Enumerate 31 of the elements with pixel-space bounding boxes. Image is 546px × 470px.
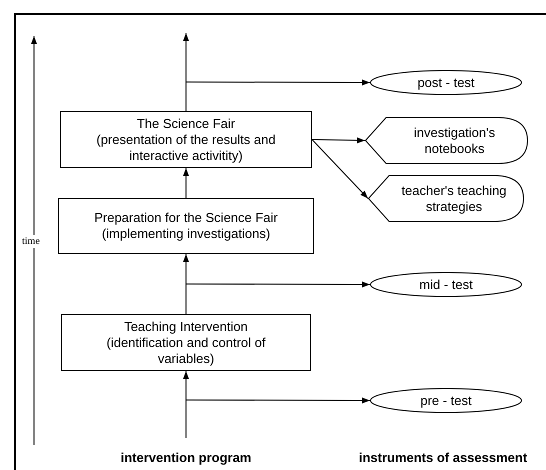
box-text: (implementing investigations) [100, 226, 272, 242]
arrow [183, 254, 189, 314]
box-heading: Preparation for the Science Fair [93, 210, 279, 226]
box-heading: The Science Fair [136, 116, 236, 132]
box-text: pre - test [420, 392, 472, 408]
assessment-oval [370, 70, 522, 95]
assessment-shape [365, 117, 528, 164]
arrow [183, 370, 189, 438]
arrow [186, 397, 370, 404]
arrow [312, 139, 368, 199]
assessment-oval [370, 388, 522, 413]
process-box [58, 198, 314, 254]
arrow [186, 79, 370, 86]
assessment-oval [370, 272, 522, 297]
box-text: (presentation of the results and interactive activitity) [95, 132, 277, 164]
time-label: time [22, 235, 40, 248]
box-text: teacher's teaching strategies [400, 182, 508, 214]
process-box [60, 111, 312, 168]
arrow [186, 281, 370, 288]
process-box [61, 314, 311, 371]
column-label: intervention program [120, 450, 252, 465]
box-heading: Teaching Intervention [123, 318, 249, 334]
box-text: mid - test [419, 276, 473, 292]
column-label: instruments of assessment [358, 450, 528, 465]
arrow [183, 32, 189, 112]
arrow [312, 137, 366, 144]
arrow [183, 168, 189, 198]
box-text: (identification and control of variables) [106, 334, 266, 366]
box-text: post - test [417, 74, 475, 90]
box-text: investigation's notebooks [412, 124, 496, 156]
assessment-shape [368, 175, 524, 222]
